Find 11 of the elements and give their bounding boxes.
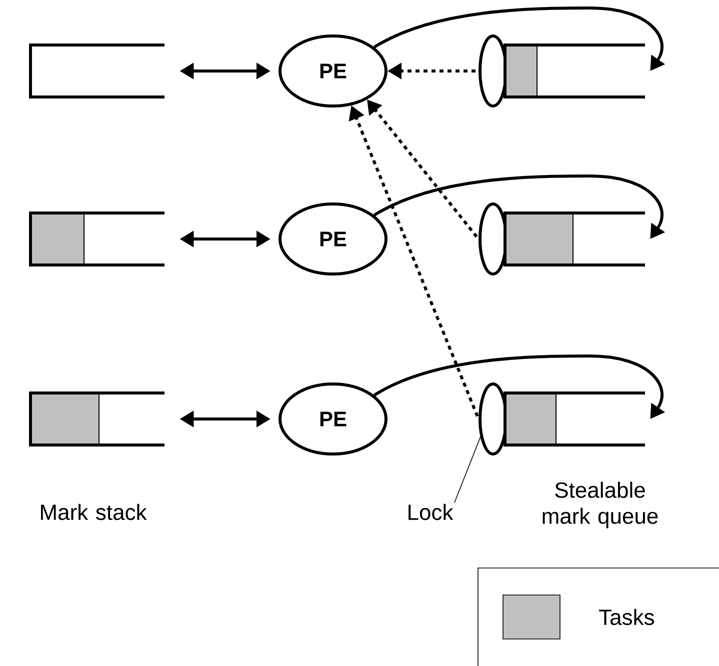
stack-tube — [29, 392, 164, 446]
stack-tube — [29, 212, 164, 266]
legend-label: Tasks — [599, 608, 654, 626]
lock-label: Lock — [408, 504, 454, 520]
leader-line — [454, 436, 481, 504]
stack-tube — [504, 44, 645, 98]
stack-tube — [29, 44, 164, 98]
stack-tube — [504, 212, 645, 266]
stack-tube — [504, 392, 645, 446]
queue-label: Stealable mark queue — [542, 482, 658, 528]
mark-stack-label: Mark stack — [41, 504, 147, 520]
